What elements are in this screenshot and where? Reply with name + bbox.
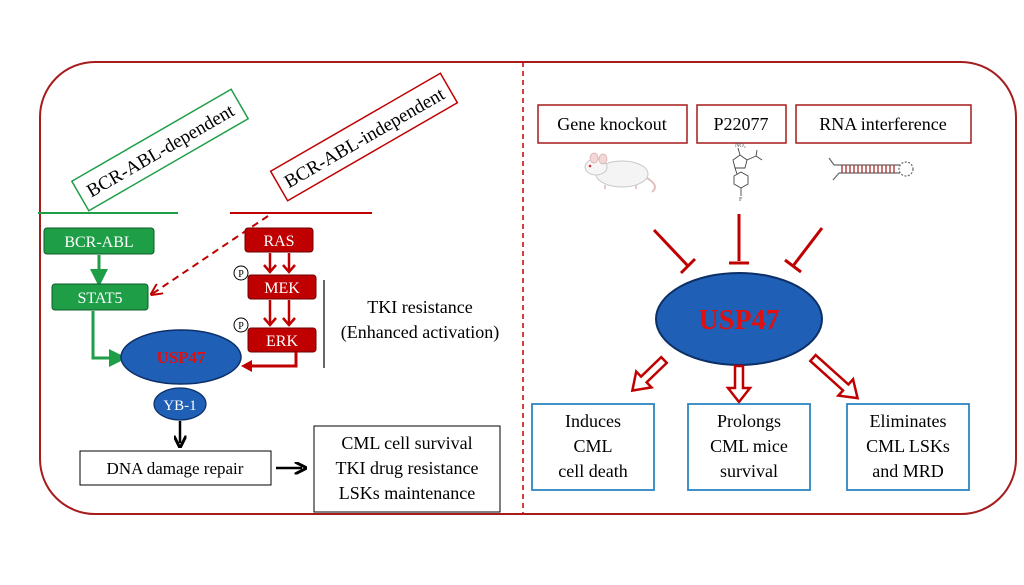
ras-box — [244, 227, 314, 253]
mek-label: MEK — [264, 280, 300, 297]
usp47-to-effect-1-arrow — [630, 355, 669, 393]
mek-to-erk-arrows — [263, 300, 296, 327]
effect-3-line-1: Eliminates — [870, 411, 947, 431]
effect-2-line-2: CML mice — [710, 436, 788, 456]
bcr-abl-label: BCR-ABL — [64, 234, 133, 251]
outcome-cml-cell-survival: CML cell survival — [341, 433, 472, 453]
effect-3-line-3: and MRD — [872, 461, 944, 481]
mek-box — [247, 274, 317, 300]
erk-to-usp47-arrow — [241, 352, 298, 372]
yb1-label: YB-1 — [163, 398, 196, 414]
p22077-label: P22077 — [713, 114, 768, 134]
p22077-inhibition-arrow — [729, 214, 749, 265]
mek-phospho-icon — [233, 265, 249, 281]
enhanced-activation-text: (Enhanced activation) — [341, 322, 499, 343]
stat5-box — [51, 283, 149, 311]
dna-repair-box — [79, 450, 272, 486]
erk-phospho-icon — [233, 317, 249, 333]
effect-box-2 — [687, 403, 811, 491]
outcome-lsks-maintenance: LSKs maintenance — [339, 483, 475, 503]
bcr-abl-box — [43, 227, 155, 255]
gene-knockout-box — [537, 104, 688, 144]
rna-interference-box — [795, 104, 972, 144]
erk-label: ERK — [266, 333, 298, 350]
erk-phospho-label: P — [238, 321, 244, 332]
usp47-to-effect-3-arrow — [808, 353, 860, 400]
yb1-ellipse — [153, 387, 207, 421]
effect-box-3 — [846, 403, 970, 491]
effect-3-line-2: CML LSKs — [866, 436, 950, 456]
effect-box-1 — [531, 403, 655, 491]
shrna-hairpin-icon — [828, 157, 914, 181]
outcome-tki-drug-resistance: TKI drug resistance — [336, 458, 479, 478]
effect-2-line-1: Prolongs — [717, 411, 781, 431]
outcomes-box — [313, 425, 501, 513]
svg-text:NO₂: NO₂ — [735, 143, 746, 149]
stat5-label: STAT5 — [78, 290, 123, 307]
svg-text:F: F — [739, 197, 743, 203]
usp47-right-label: USP47 — [699, 305, 780, 336]
tki-resistance-text: TKI resistance — [367, 297, 472, 317]
usp47-to-effect-2-arrow — [725, 364, 753, 405]
ras-label: RAS — [263, 233, 294, 250]
dna-repair-label: DNA damage repair — [107, 459, 244, 478]
outer-frame — [39, 61, 1017, 515]
dependent-label-box: BCR-ABL-dependent — [70, 88, 250, 212]
chemical-structure-icon: NO₂ F — [732, 143, 763, 203]
effect-2-line-3: survival — [720, 461, 778, 481]
stat5-to-usp47-arrow — [91, 311, 127, 367]
independent-label: BCR-ABL-independent — [281, 83, 449, 192]
effect-1-line-2: CML — [573, 436, 612, 456]
p22077-box — [696, 104, 787, 144]
knockout-inhibition-arrow — [652, 228, 697, 275]
effect-1-line-1: Induces — [565, 411, 621, 431]
independent-label-box: BCR-ABL-independent — [269, 72, 459, 202]
usp47-left-label: USP47 — [156, 348, 206, 367]
usp47-left-ellipse — [120, 329, 242, 385]
mouse-icon — [584, 152, 657, 193]
rnai-inhibition-arrow — [784, 227, 824, 274]
effect-1-line-3: cell death — [558, 461, 627, 481]
ras-to-mek-arrows — [263, 253, 296, 274]
rna-interference-label: RNA interference — [819, 114, 946, 134]
erk-box — [247, 327, 317, 353]
gene-knockout-label: Gene knockout — [557, 114, 666, 134]
mek-phospho-label: P — [238, 269, 244, 280]
dependent-label: BCR-ABL-dependent — [83, 100, 239, 202]
